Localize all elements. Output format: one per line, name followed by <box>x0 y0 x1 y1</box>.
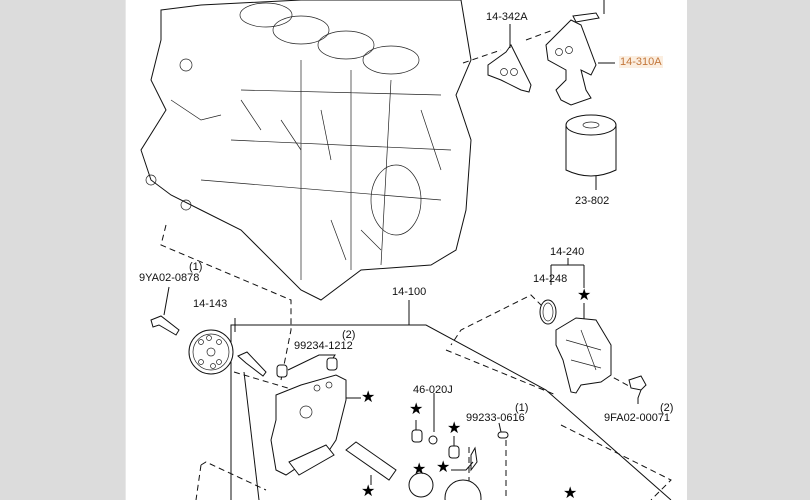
part-label-14-248[interactable]: 14-248 <box>533 273 568 285</box>
star-icon: ★ <box>409 401 424 418</box>
star-icon: ★ <box>563 485 578 500</box>
part-label-99234-1212[interactable]: 99234-1212 <box>294 340 353 352</box>
star-icon: ★ <box>436 459 451 476</box>
star-icon: ★ <box>412 461 427 478</box>
diagram-canvas: 14-342A 14-310A 23-802 (1) 9YA02-0878 14… <box>125 0 687 500</box>
star-icon: ★ <box>577 287 592 304</box>
part-label-46-020J[interactable]: 46-020J <box>413 384 453 396</box>
part-label-9FA02-00071[interactable]: 9FA02-00071 <box>604 412 671 424</box>
part-label-23-802[interactable]: 23-802 <box>575 195 610 207</box>
oil-strainer-drawing <box>555 317 612 394</box>
star-icon: ★ <box>361 483 376 500</box>
parts-diagram <box>140 0 672 500</box>
oil-filter-drawing <box>565 114 617 190</box>
engine-block-drawing <box>140 0 472 301</box>
part-label-9YA02-0878[interactable]: 9YA02-0878 <box>139 272 200 284</box>
qty-9FA02-00071: (2) <box>660 402 674 414</box>
part-label-14-100[interactable]: 14-100 <box>392 286 427 298</box>
qty-99233-0616: (1) <box>515 402 529 414</box>
part-label-14-240[interactable]: 14-240 <box>550 246 585 258</box>
part-label-14-342A[interactable]: 14-342A <box>486 11 528 23</box>
star-icon: ★ <box>447 420 462 437</box>
part-label-99233-0616[interactable]: 99233-0616 <box>466 412 525 424</box>
part-label-14-310A[interactable]: 14-310A <box>619 56 663 68</box>
part-label-14-143[interactable]: 14-143 <box>193 298 228 310</box>
oil-pump-drawing <box>270 374 397 485</box>
qty-99234-1212: (2) <box>342 329 356 341</box>
star-icon: ★ <box>361 389 376 406</box>
qty-9YA02-0878: (1) <box>189 261 203 273</box>
